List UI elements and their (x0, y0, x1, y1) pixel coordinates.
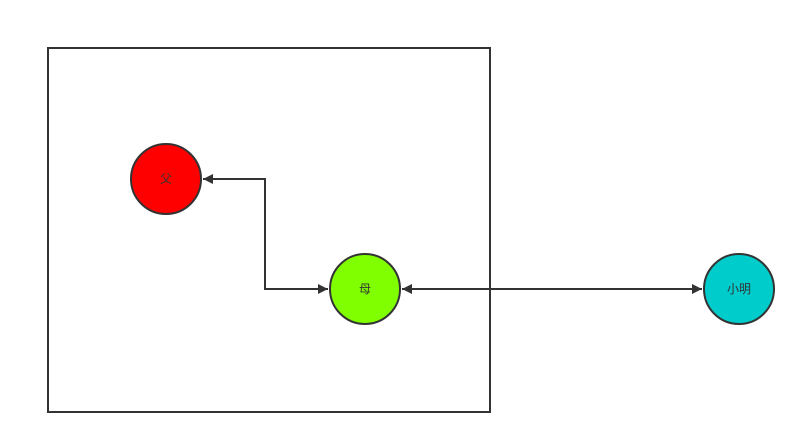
node-mother-label: 母 (359, 282, 371, 296)
group-container[interactable] (47, 47, 491, 413)
node-mother-circle[interactable] (329, 253, 401, 325)
node-child-label: 小明 (727, 282, 751, 296)
node-father-label: 父 (160, 172, 172, 186)
node-child-circle[interactable] (703, 253, 775, 325)
node-father-circle[interactable] (130, 143, 202, 215)
node-father[interactable]: 父 (130, 143, 202, 215)
node-child[interactable]: 小明 (703, 253, 775, 325)
node-mother[interactable]: 母 (329, 253, 401, 325)
connector-father-mother[interactable] (203, 174, 328, 294)
